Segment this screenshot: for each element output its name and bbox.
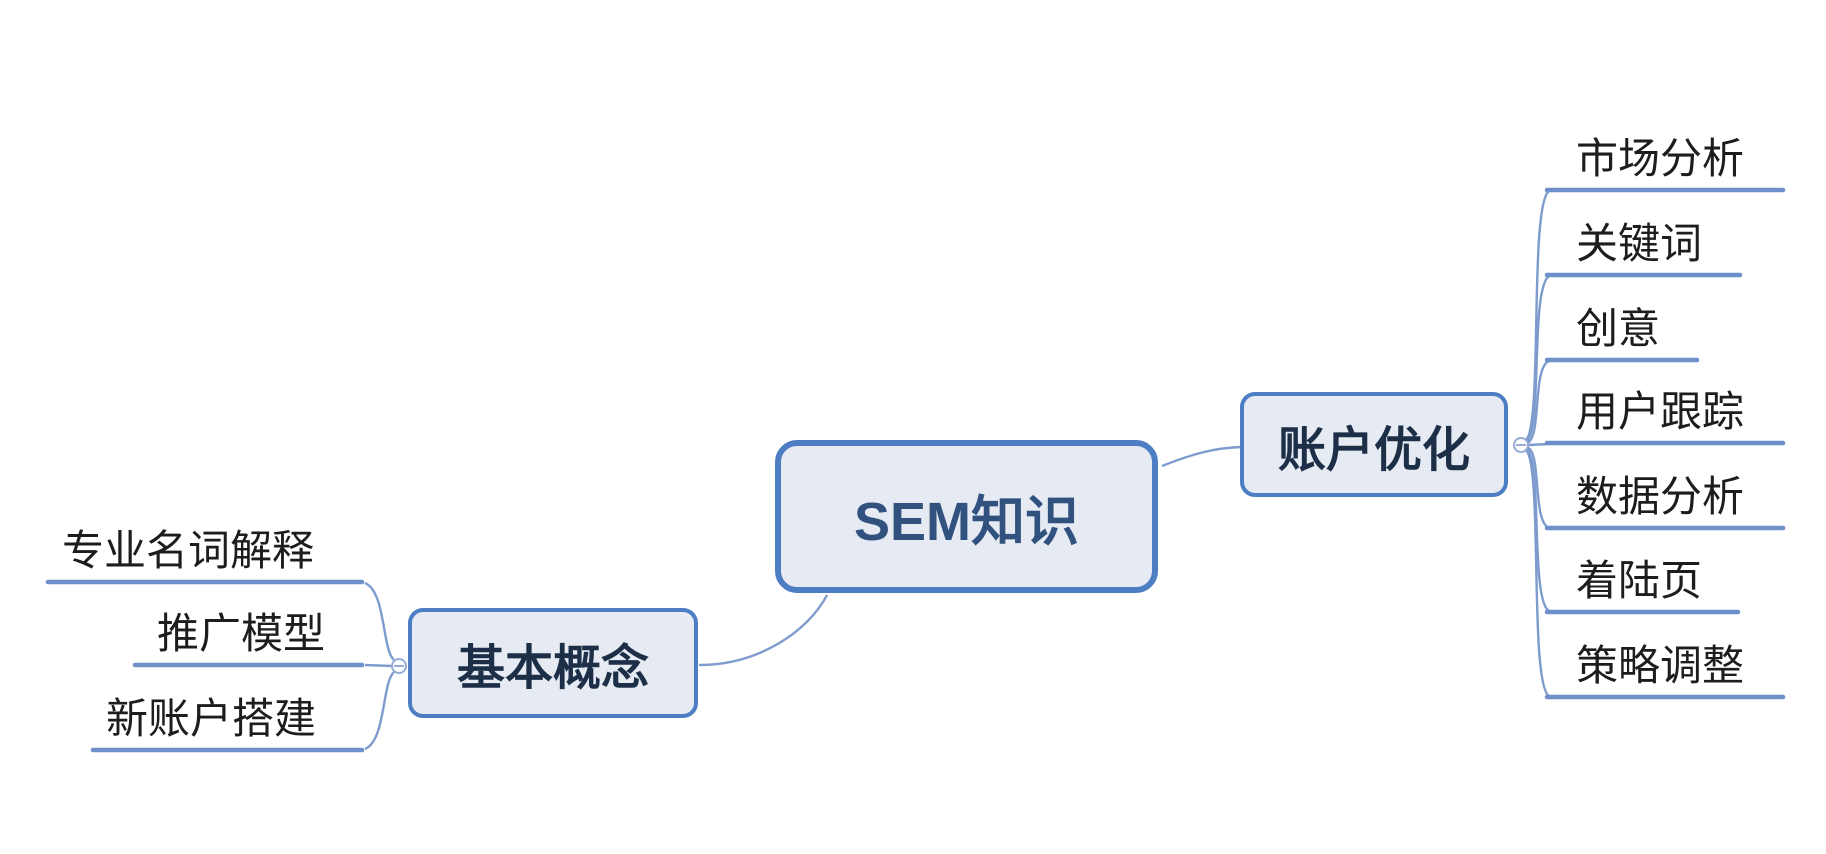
connector-to-promotion-model (364, 663, 393, 668)
subtopic-terminology-explanation[interactable]: 专业名词解释 (62, 527, 315, 574)
subtopic-market-analysis[interactable]: 市场分析 (1576, 135, 1745, 182)
branch-topic-label: 基本概念 (456, 642, 649, 695)
connector-to-new-account-setup (364, 671, 395, 751)
root-topic-label: SEM知识 (853, 492, 1080, 552)
branch-topic-account-optimization[interactable]: 账户优化 (1240, 392, 1508, 497)
connector-to-keywords (1525, 275, 1550, 444)
subtopic-data-analysis[interactable]: 数据分析 (1576, 473, 1745, 520)
root-topic[interactable]: SEM知识 (775, 440, 1158, 593)
connector-to-landing-page (1525, 446, 1550, 613)
connector-to-data-analysis (1526, 445, 1550, 530)
connector-root-to-account-optimization (1161, 445, 1242, 468)
connector-to-market-analysis (1525, 190, 1550, 441)
branch-topic-basic-concepts[interactable]: 基本概念 (408, 608, 698, 718)
collapse-minus-icon-basic-concepts[interactable] (391, 658, 407, 674)
connector-root-to-basic-concepts (698, 594, 829, 667)
subtopic-strategy-adjustment[interactable]: 策略调整 (1576, 642, 1745, 689)
subtopic-new-account-setup[interactable]: 新账户搭建 (106, 695, 317, 742)
subtopic-promotion-model[interactable]: 推广模型 (157, 610, 326, 657)
subtopic-keywords[interactable]: 关键词 (1576, 220, 1703, 267)
connector-to-strategy-adjustment (1525, 449, 1550, 698)
branch-topic-label: 账户优化 (1277, 423, 1470, 477)
connector-to-creative (1526, 359, 1550, 445)
collapse-minus-icon-account-optimization[interactable] (1513, 437, 1529, 453)
subtopic-creative[interactable]: 创意 (1576, 305, 1661, 352)
subtopic-landing-page[interactable]: 着陆页 (1576, 557, 1703, 604)
connector-to-terminology-explanation (364, 581, 395, 661)
subtopic-user-tracking[interactable]: 用户跟踪 (1576, 388, 1745, 435)
